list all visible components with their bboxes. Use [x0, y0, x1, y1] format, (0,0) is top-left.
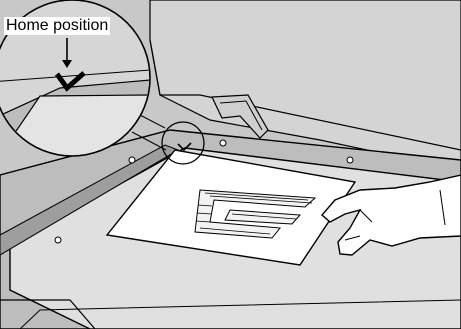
- screw-3: [347, 157, 353, 163]
- screw-2: [220, 140, 226, 146]
- screw-1: [129, 157, 135, 163]
- home-position-label: Home position: [4, 17, 110, 35]
- screw-4: [55, 237, 61, 243]
